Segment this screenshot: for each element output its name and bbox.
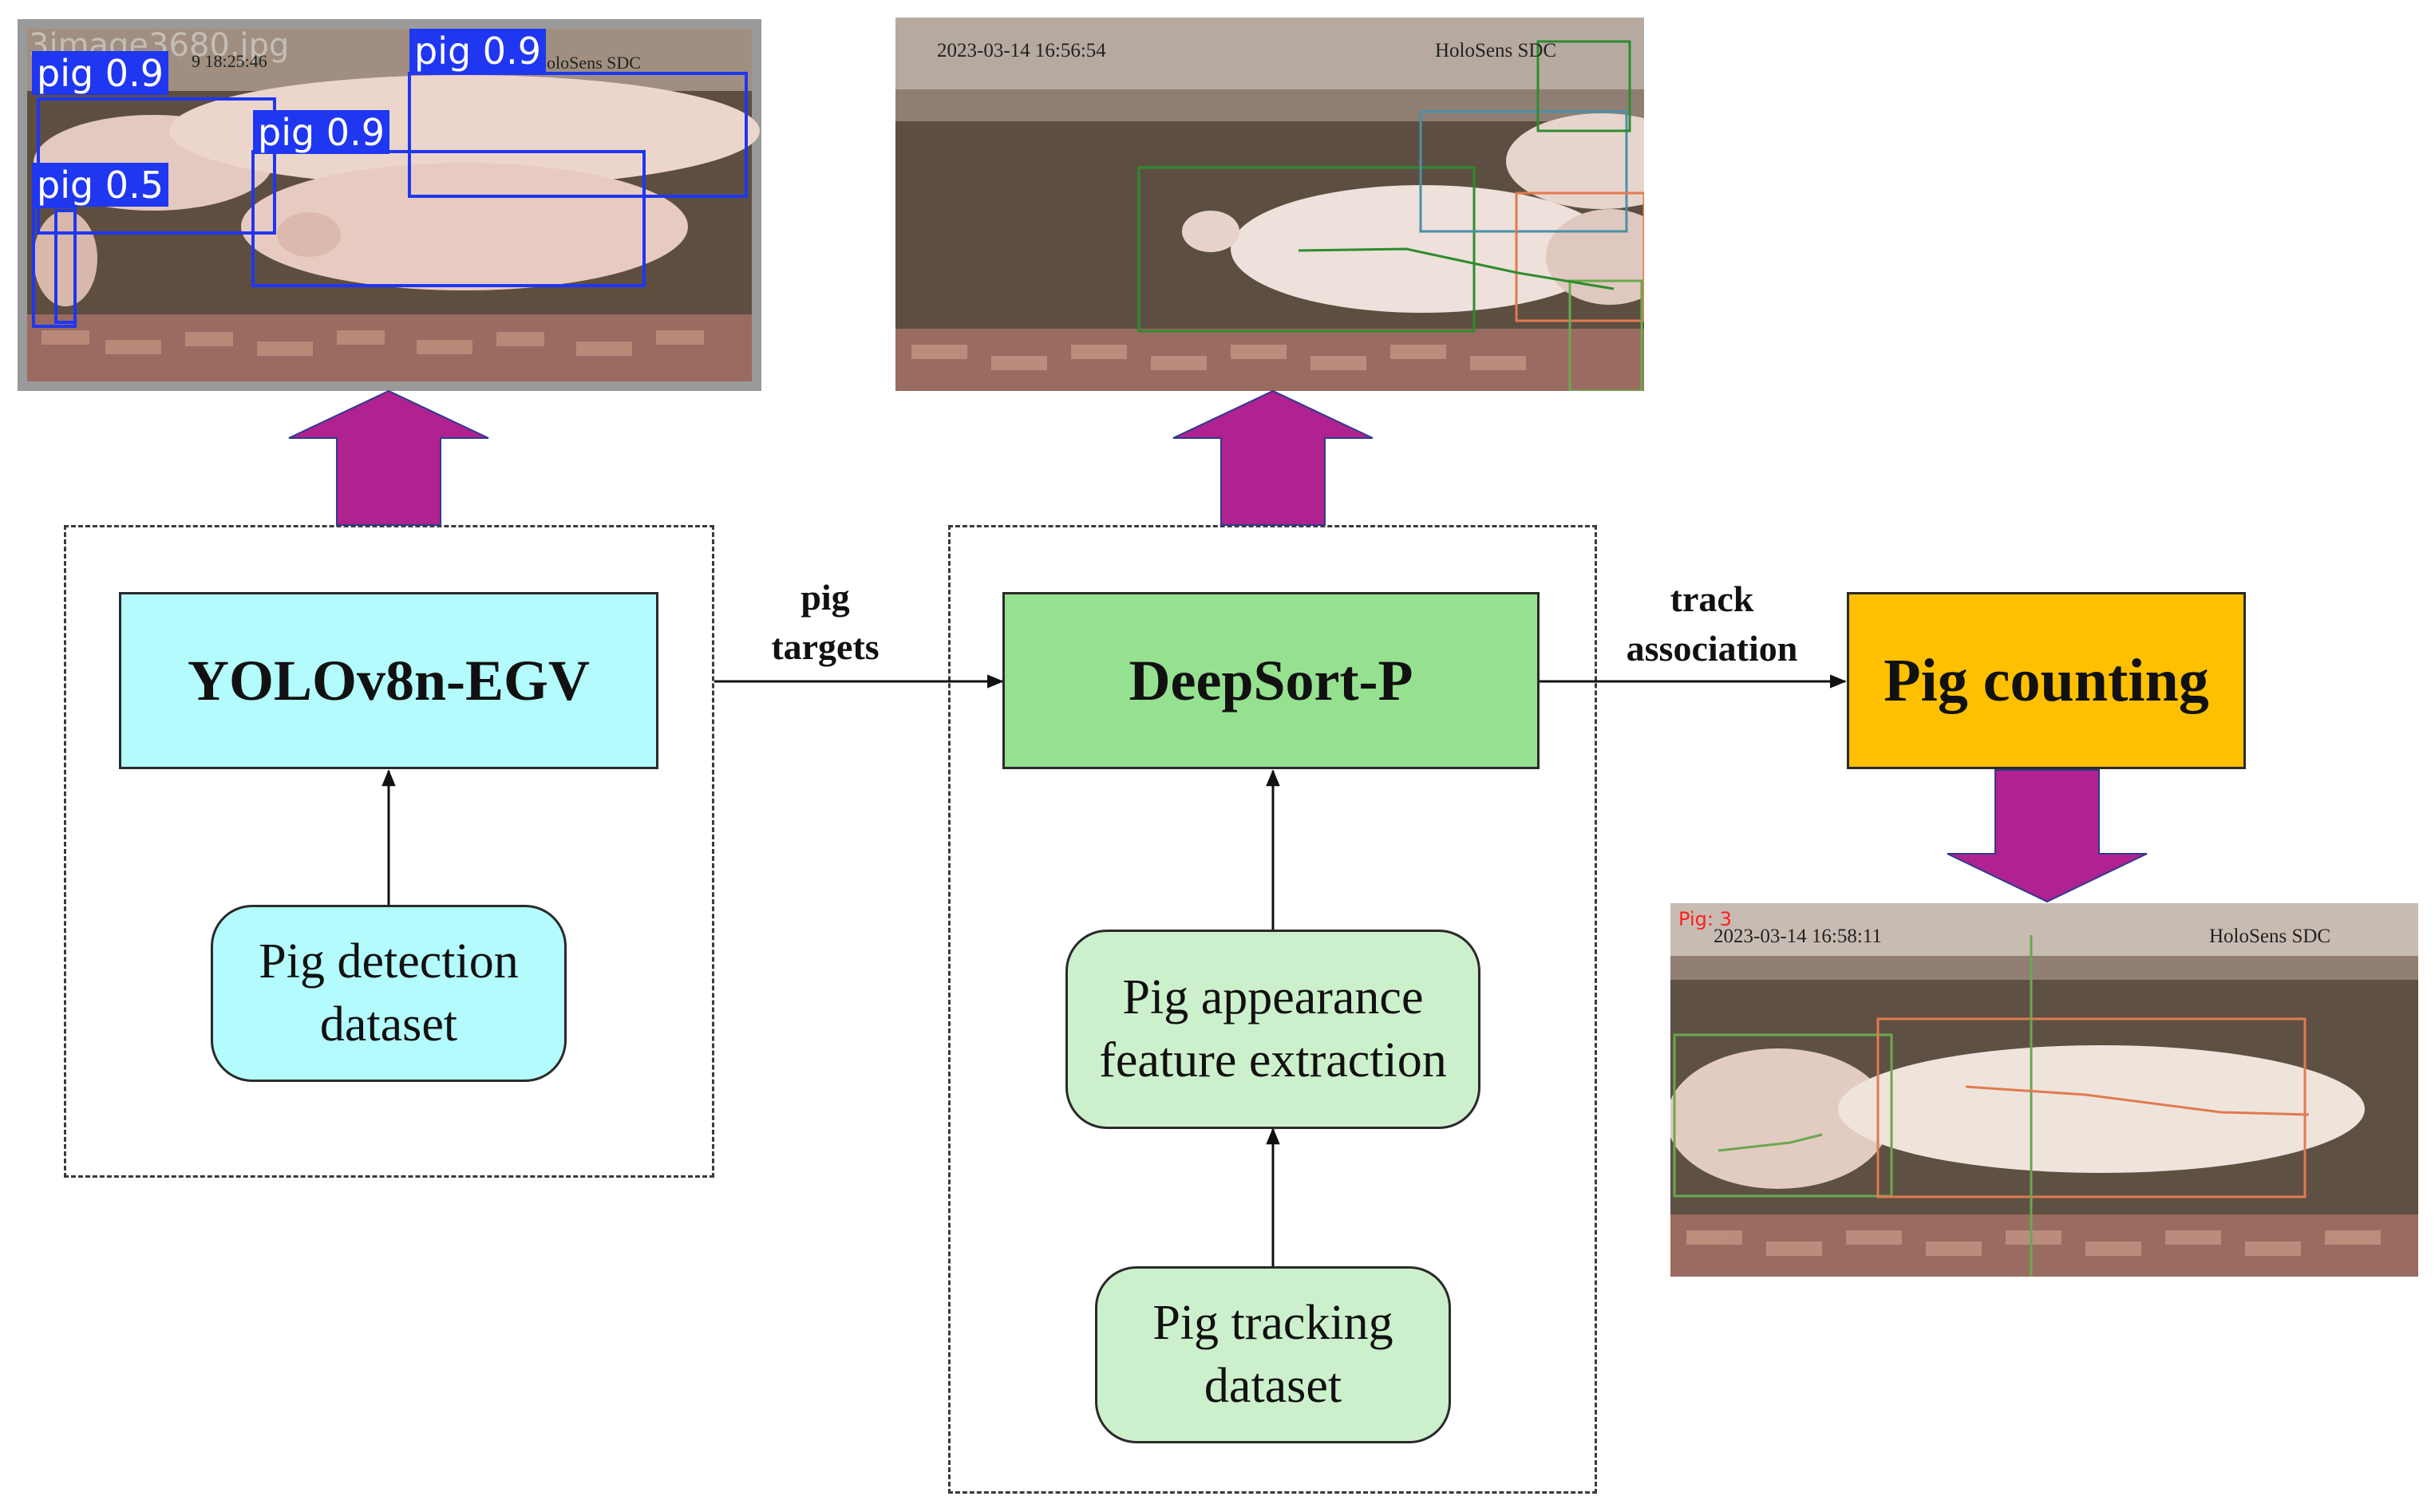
- tracking-timestamp: 2023-03-14 16:56:54: [937, 40, 1106, 61]
- edge-label-line: association: [1626, 628, 1798, 669]
- arrow-tracker-to-image: [1172, 389, 1374, 526]
- detection-label: pig 0.9: [253, 110, 389, 154]
- edge-label-track-association: track association: [1600, 574, 1824, 673]
- tracking-dataset-node: Pig tracking dataset: [1095, 1266, 1451, 1443]
- edge-label-pig-targets: pig targets: [745, 573, 905, 672]
- counting-timestamp: 2023-03-14 16:58:11: [1714, 926, 1882, 947]
- detector-node-label: YOLOv8n-EGV: [187, 648, 591, 713]
- tracking-result-image: 2023-03-14 16:56:54 HoloSens SDC: [895, 18, 1644, 391]
- arrow-counting-to-image: [1947, 769, 2148, 903]
- tracking-dataset-line: dataset: [1204, 1359, 1342, 1413]
- appearance-line: Pig appearance: [1122, 970, 1424, 1025]
- detector-node: YOLOv8n-EGV: [119, 592, 658, 769]
- edge-label-line: track: [1670, 578, 1754, 619]
- edge-label-line: pig: [800, 577, 850, 618]
- tracker-node: DeepSort-P: [1002, 592, 1540, 769]
- detection-dataset-line: dataset: [319, 997, 458, 1052]
- arrow-detector-to-image: [288, 389, 489, 526]
- tracking-module-group: [948, 525, 1597, 1494]
- detection-label: pig 0.9: [409, 29, 546, 73]
- appearance-extraction-node: Pig appearance feature extraction: [1065, 930, 1480, 1129]
- detection-dataset-node: Pig detection dataset: [211, 905, 567, 1082]
- counting-node: Pig counting: [1847, 592, 2246, 769]
- counting-result-image: Pig: 3 2023-03-14 16:58:11 HoloSens SDC: [1670, 903, 2418, 1277]
- appearance-line: feature extraction: [1099, 1033, 1447, 1088]
- tracking-camera-label: HoloSens SDC: [1435, 40, 1557, 61]
- detection-result-image: 3image3680.jpg 9 18:25:46 oloSens SDC pi…: [18, 19, 761, 391]
- detection-label: pig 0.5: [32, 163, 168, 207]
- count-label: Pig: 3: [1678, 908, 1732, 930]
- detection-dataset-line: Pig detection: [259, 934, 519, 989]
- detection-timestamp-fragment: 9 18:25:46: [192, 51, 267, 71]
- edge-label-line: targets: [771, 626, 880, 668]
- detection-camera-label: oloSens SDC: [547, 53, 641, 73]
- counting-node-label: Pig counting: [1884, 646, 2209, 714]
- detection-module-group: [64, 525, 714, 1178]
- counting-camera-label: HoloSens SDC: [2209, 926, 2331, 947]
- tracking-dataset-line: Pig tracking: [1152, 1296, 1393, 1351]
- detection-label: pig 0.9: [32, 51, 168, 95]
- tracker-node-label: DeepSort-P: [1129, 648, 1413, 713]
